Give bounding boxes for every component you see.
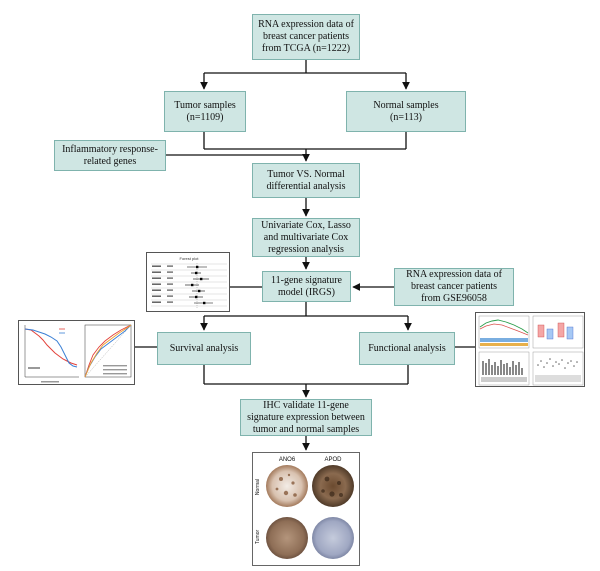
survival-plot-graphic xyxy=(24,324,132,383)
node-text: (n=1109) xyxy=(186,111,224,123)
gse96058-data-node: RNA expression data of breast cancer pat… xyxy=(394,268,514,306)
node-text: (n=113) xyxy=(390,111,422,123)
node-text: and multivariate Cox xyxy=(263,231,349,243)
tcga-data-node: RNA expression data of breast cancer pat… xyxy=(252,14,360,60)
ihc-validation-node: IHC validate 11-gene signature expressio… xyxy=(240,399,372,436)
node-text: breast cancer patients xyxy=(410,281,498,292)
differential-analysis-node: Tumor VS. Normal differential analysis xyxy=(252,163,360,198)
node-text: from TCGA (n=1222) xyxy=(261,43,351,54)
node-text: Survival analysis xyxy=(169,342,239,354)
gene-signature-node: 11-gene signature model (IRGS) xyxy=(262,271,351,302)
tumor-samples-node: Tumor samples (n=1109) xyxy=(164,91,246,132)
ihc-row-label-normal: Normal xyxy=(255,479,261,495)
node-text: from GSE96058 xyxy=(421,293,487,304)
node-text: regression analysis xyxy=(268,243,344,255)
node-text: Tumor samples xyxy=(174,99,236,111)
inflammatory-genes-node: Inflammatory response- related genes xyxy=(54,140,166,171)
ihc-col-label-apod: APOD xyxy=(324,457,342,463)
functional-analysis-node: Functional analysis xyxy=(359,332,455,365)
ihc-col-label-ano6: ANO6 xyxy=(279,457,296,463)
node-text: Univariate Cox, Lasso xyxy=(261,219,351,231)
survival-analysis-node: Survival analysis xyxy=(157,332,251,365)
functional-plot-thumbnail xyxy=(475,312,585,387)
ihc-core-tumor-ano6 xyxy=(266,517,308,559)
node-text: RNA expression data of xyxy=(258,19,354,30)
functional-plot-graphic xyxy=(478,315,584,386)
ihc-row-label-tumor: Tumor xyxy=(255,530,261,545)
cox-regression-node: Univariate Cox, Lasso and multivariate C… xyxy=(252,218,360,257)
ihc-core-normal-apod xyxy=(312,465,354,507)
ihc-core-normal-ano6 xyxy=(266,465,308,507)
survival-plot-thumbnail xyxy=(18,320,135,385)
forest-plot-thumbnail: Forest plot xyxy=(146,252,230,312)
node-text: RNA expression data of xyxy=(406,269,502,280)
ihc-image-graphic: ANO6 APOD Normal Tumor xyxy=(255,457,354,559)
ihc-core-tumor-apod xyxy=(312,517,354,559)
node-text: Normal samples xyxy=(373,99,439,111)
normal-samples-node: Normal samples (n=113) xyxy=(346,91,466,132)
node-text: Functional analysis xyxy=(368,342,446,354)
ihc-image-panel: ANO6 APOD Normal Tumor xyxy=(252,452,360,566)
node-text: tumor and normal samples xyxy=(252,423,360,435)
node-text: IHC validate 11-gene xyxy=(263,399,349,411)
forest-plot-title: Forest plot xyxy=(180,256,200,261)
node-text: differential analysis xyxy=(266,180,346,192)
node-text: related genes xyxy=(83,155,137,167)
node-text: breast cancer patients xyxy=(262,31,350,42)
node-text: signature expression between xyxy=(247,411,365,423)
node-text: model (IRGS) xyxy=(278,286,335,298)
node-text: Inflammatory response- xyxy=(62,143,158,155)
node-text: Tumor VS. Normal xyxy=(267,168,345,180)
forest-plot-graphic: Forest plot xyxy=(151,256,227,308)
node-text: 11-gene signature xyxy=(271,274,342,286)
